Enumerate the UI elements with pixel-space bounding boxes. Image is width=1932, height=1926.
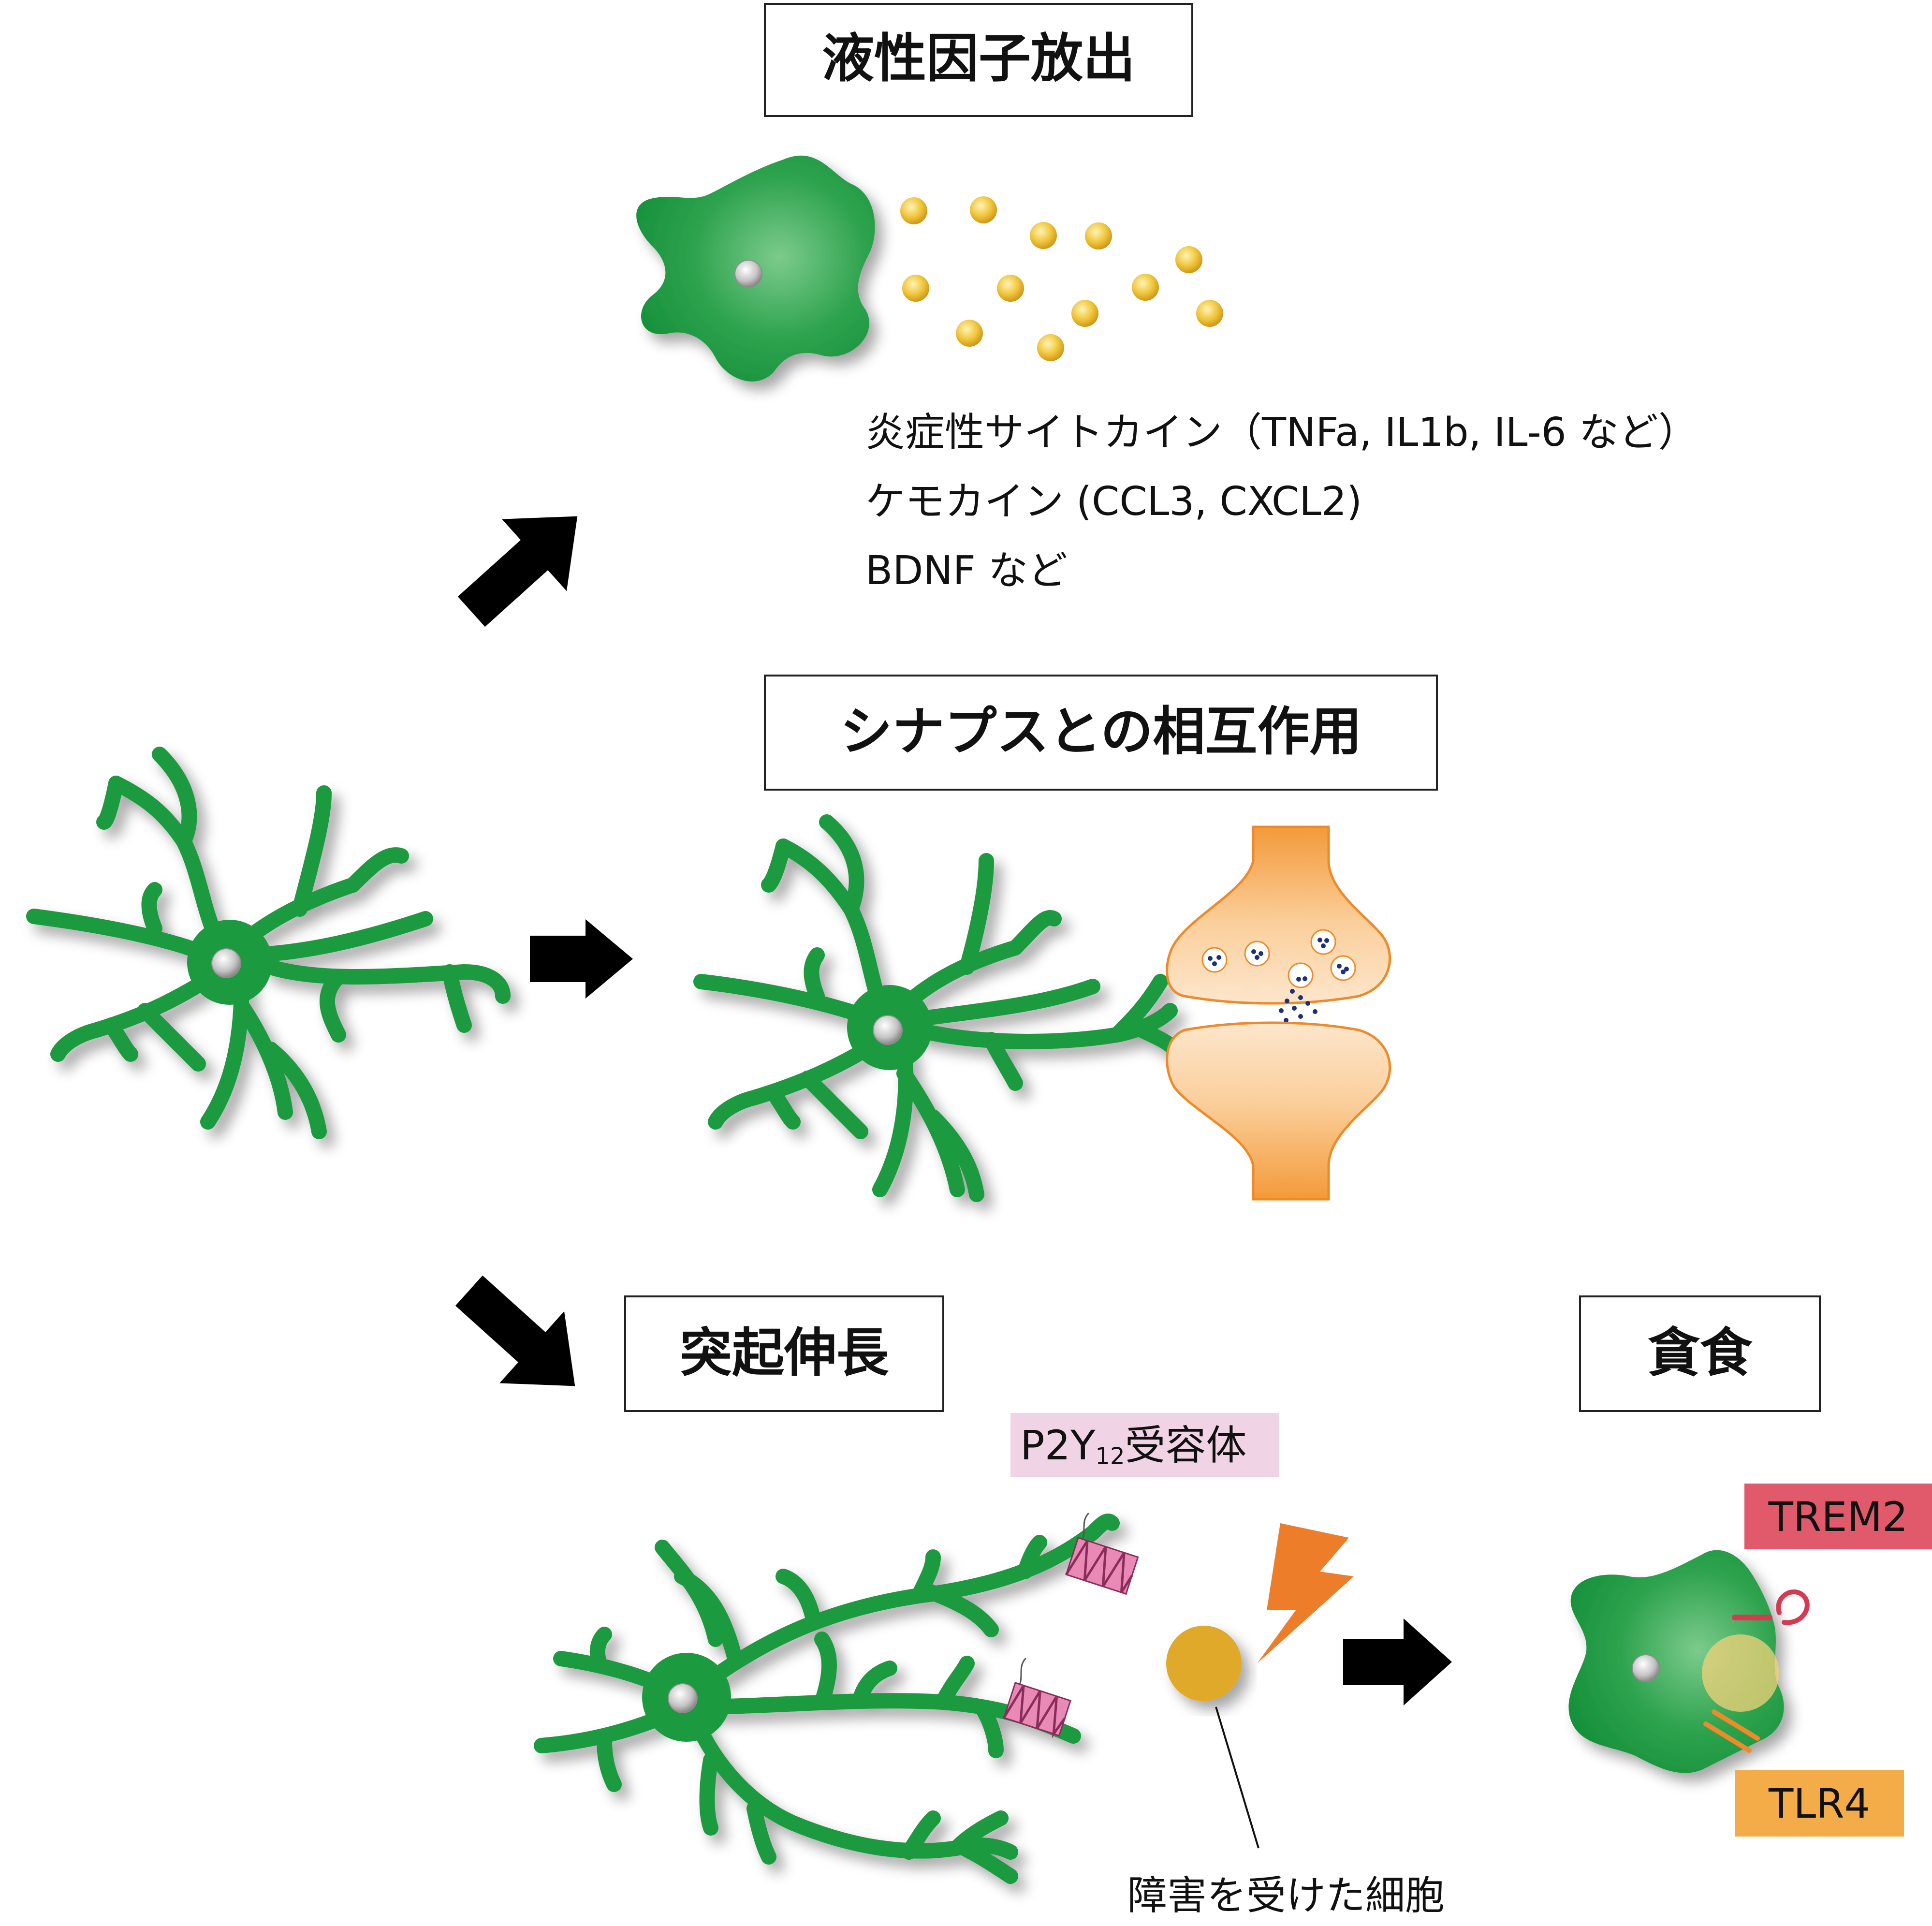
synaptic-vesicles [1201, 929, 1356, 988]
title-phagocytosis: 貪食 [1648, 1323, 1753, 1383]
presynaptic-terminal [1166, 825, 1391, 1005]
svg-text:P2Y12受容体: P2Y12受容体 [1020, 1422, 1247, 1470]
p2y12-receptor-upper [1065, 1513, 1139, 1595]
trem2-receptor [1732, 1589, 1810, 1625]
p2y12-tag: P2Y12受容体 [1010, 1413, 1279, 1477]
factor-dot [997, 275, 1024, 302]
factor-dot [1085, 222, 1112, 250]
title-synapse: シナプスとの相互作用 [840, 702, 1362, 762]
trem2-label: TREM2 [1768, 1493, 1908, 1541]
factor-dot [1175, 246, 1202, 273]
factor-dot [1030, 222, 1057, 249]
arrow-right [530, 919, 633, 999]
factor-dot [1071, 300, 1098, 327]
damaged-cell-body [1166, 1626, 1242, 1701]
vesicle-contents [1208, 938, 1349, 982]
p2y12-label-suffix: 受容体 [1125, 1422, 1247, 1469]
neurotransmitter-release [1279, 989, 1317, 1023]
factor-line-chemokines: ケモカイン (CCL3, CXCL2) [865, 479, 1362, 525]
nucleus [873, 1015, 903, 1045]
amoeboid-microglia-top [636, 155, 875, 382]
factor-dot [1196, 300, 1223, 327]
factor-dot [1037, 334, 1064, 361]
leader-line [1215, 1706, 1259, 1849]
factor-dot [902, 275, 929, 302]
postsynaptic-terminal [1166, 1021, 1391, 1201]
title-extension: 突起伸長 [680, 1323, 889, 1383]
damaged-cell: 障害を受けた細胞 [1127, 1523, 1445, 1919]
factor-dot [956, 320, 983, 347]
secreted-factors [900, 196, 1223, 361]
nucleus [211, 948, 241, 978]
factor-line-cytokines: 炎症性サイトカイン（TNFa, IL1b, IL-6 など） [865, 410, 1698, 456]
nucleus [1632, 1654, 1660, 1682]
factor-list: 炎症性サイトカイン（TNFa, IL1b, IL-6 など） ケモカイン (CC… [865, 410, 1698, 594]
phagocytic-microglia [1568, 1550, 1784, 1773]
engulfed-cell [1702, 1634, 1779, 1712]
extending-microglia [534, 1514, 1120, 1884]
factor-dot [970, 196, 997, 223]
nucleus [734, 260, 762, 288]
trem2-tag: TREM2 [1744, 1484, 1932, 1549]
synapse-microglia-soma [847, 985, 932, 1070]
arrow-right-phagocytosis [1343, 1618, 1452, 1705]
ramified-microglia-left-soma [187, 920, 272, 1005]
arrow-down-right [455, 1275, 575, 1386]
tlr4-receptor [1703, 1709, 1760, 1753]
p2y12-receptor-lower [1003, 1658, 1072, 1738]
title-secretion: 液性因子放出 [822, 29, 1135, 89]
title-box-secretion: 液性因子放出 [764, 3, 1193, 117]
arrow-up-right [457, 516, 578, 627]
title-box-synapse: シナプスとの相互作用 [764, 675, 1438, 791]
extending-microglia-soma [642, 1653, 731, 1742]
title-box-extension: 突起伸長 [624, 1295, 944, 1412]
factor-dot [1132, 274, 1159, 301]
lightning-icon [1257, 1523, 1354, 1663]
factor-dot [900, 197, 927, 224]
p2y12-label-prefix: P2Y [1020, 1422, 1096, 1469]
tlr4-label: TLR4 [1768, 1780, 1870, 1827]
title-box-phagocytosis: 貪食 [1579, 1295, 1821, 1412]
factor-line-bdnf: BDNF など [865, 548, 1068, 594]
tlr4-tag: TLR4 [1735, 1770, 1904, 1837]
damaged-cell-label: 障害を受けた細胞 [1127, 1873, 1445, 1919]
p2y12-label-sub: 12 [1095, 1443, 1125, 1470]
ramified-microglia-left [26, 747, 511, 1139]
nucleus [668, 1683, 698, 1713]
synapse-microglia [693, 814, 1183, 1202]
